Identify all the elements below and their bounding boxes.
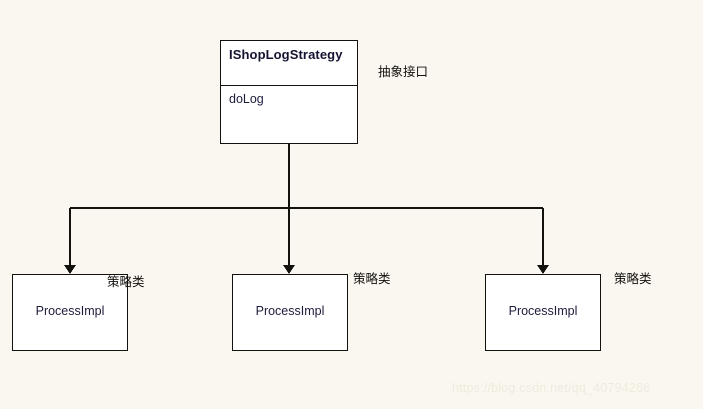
watermark-url: https://blog.csdn.net/qq_40794266	[452, 381, 651, 395]
interface-method: doLog	[229, 92, 264, 106]
interface-name: IShopLogStrategy	[221, 41, 357, 86]
implementation-name: ProcessImpl	[255, 303, 325, 318]
implementation-class-box: ProcessImpl	[485, 274, 601, 351]
arrowhead-2	[283, 265, 295, 274]
annotation-abstract-interface: 抽象接口	[378, 65, 429, 79]
implementation-class-box: ProcessImpl	[12, 274, 128, 351]
annotation-strategy-class: 策略类	[614, 272, 652, 286]
implementation-name: ProcessImpl	[508, 303, 578, 318]
implementation-class-box: ProcessImpl	[232, 274, 348, 351]
annotation-strategy-class: 策略类	[107, 275, 145, 289]
interface-class-box: IShopLogStrategy doLog	[220, 40, 358, 144]
arrowhead-3	[537, 265, 549, 274]
annotation-strategy-class: 策略类	[353, 272, 391, 286]
arrowhead-1	[64, 265, 76, 274]
implementation-name: ProcessImpl	[35, 303, 105, 318]
